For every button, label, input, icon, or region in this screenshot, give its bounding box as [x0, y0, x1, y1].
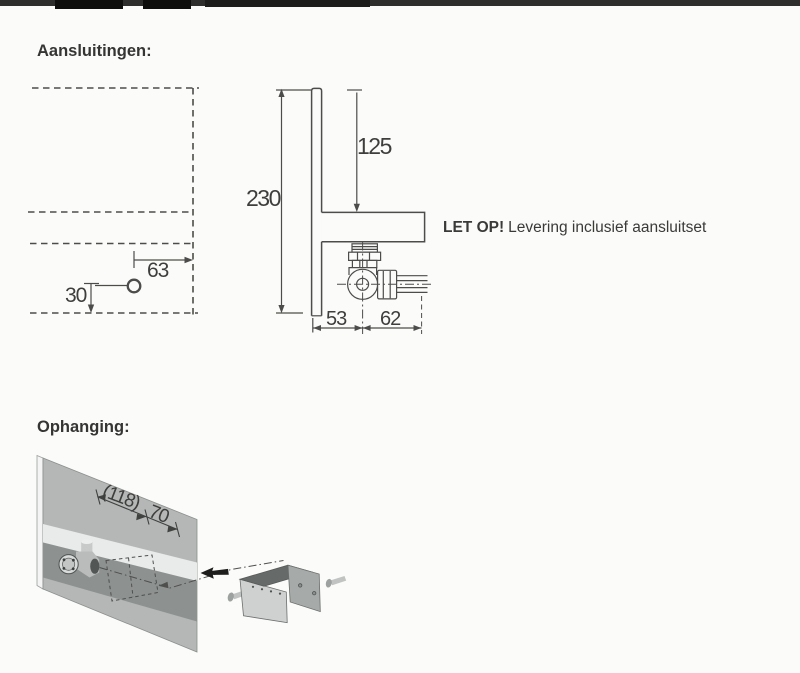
valve-isometric [58, 539, 100, 578]
top-bar-segment [55, 0, 123, 9]
panel-highlight-band [43, 524, 197, 581]
mounting-screw-right [325, 576, 347, 588]
center-lines [337, 241, 431, 334]
dimension-118-70-lines [95, 489, 181, 538]
connection-hole [126, 278, 142, 294]
radiator-tube [310, 87, 323, 317]
dimension-30-lines [84, 282, 127, 313]
valve-side-view [337, 241, 431, 334]
bracket-ghost-outline [105, 554, 159, 602]
dim-label-62: 62 [380, 308, 401, 330]
mounting-heading: Ophanging: [37, 418, 130, 436]
page-top-edge-bar [0, 0, 800, 9]
collector-tube [321, 211, 426, 243]
dim-label-63: 63 [147, 259, 169, 282]
connection-pipes [396, 275, 428, 293]
bracket-front-apron [239, 578, 288, 624]
top-bar-segment [205, 0, 370, 7]
dim-label-53: 53 [326, 308, 347, 330]
dimension-125-lines [347, 89, 362, 212]
dimension-63-lines [133, 251, 193, 268]
connections-figure [28, 87, 431, 334]
axis-arrowhead [158, 581, 169, 589]
top-bar-segment [143, 0, 191, 9]
valve-outlet-port [90, 558, 100, 574]
radiator-dashed-outline [28, 87, 199, 316]
dim-label-125: 125 [357, 133, 392, 159]
mounting-figure [36, 454, 347, 653]
insert-direction-arrow [200, 567, 229, 579]
dimension-53-62-lines [312, 296, 423, 334]
dimension-230-lines [276, 88, 311, 314]
dim-label-30: 30 [65, 284, 87, 307]
insertion-axis [99, 560, 284, 589]
note-text: Levering inclusief aansluitset [508, 219, 707, 236]
delivery-note: LET OP!Levering inclusief aansluitset [443, 220, 706, 236]
bracket-wall-plate [287, 564, 321, 613]
note-emphasis: LET OP! [443, 219, 505, 236]
connections-heading: Aansluitingen: [37, 42, 152, 60]
dim-label-230: 230 [246, 185, 281, 211]
wall-bracket [238, 564, 321, 624]
